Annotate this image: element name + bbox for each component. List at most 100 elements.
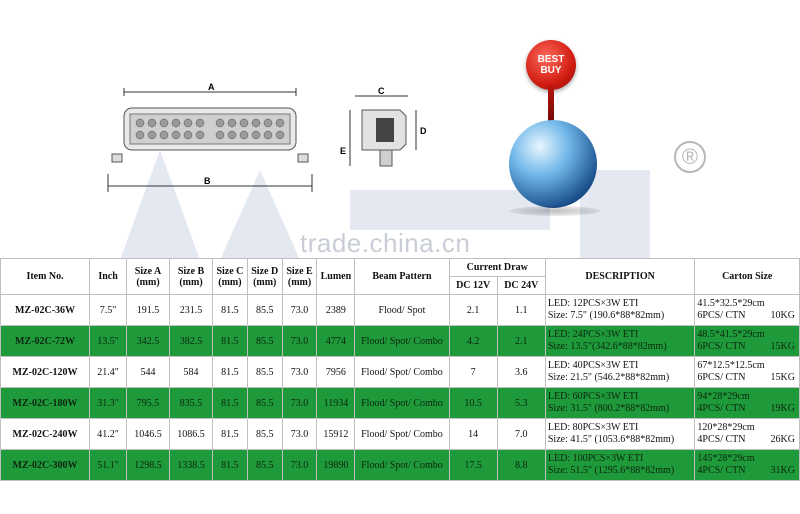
dim-label-a: A	[208, 82, 215, 92]
cell-inch: 51.1"	[89, 449, 127, 481]
cell-dc-24v: 2.1	[496, 325, 546, 357]
spec-table: Item No. Inch Size A (mm) Size B (mm) Si…	[0, 258, 800, 481]
cell-size-e: 73.0	[281, 294, 318, 326]
cell-lumen: 11934	[316, 387, 356, 419]
best-buy-badge: BEST BUY	[526, 40, 576, 90]
cell-inch: 7.5"	[89, 294, 127, 326]
header-beam-pattern: Beam Pattern	[354, 258, 450, 295]
description-size: Size: 13.5"(342.6*88*82mm)	[547, 341, 667, 352]
cell-item-no: MZ-02C-36W	[0, 294, 91, 326]
cell-size-a: 342.5	[125, 325, 171, 357]
description-size: Size: 31.5" (800.2*88*82mm)	[547, 403, 670, 414]
dim-label-b: B	[204, 176, 211, 186]
cell-size-d: 85.5	[246, 449, 283, 481]
cell-lumen: 4774	[316, 325, 356, 357]
carton-quantity: 4PCS/ CTN	[697, 465, 746, 476]
carton-weight: 26KG	[770, 434, 795, 445]
header-current-draw: Current Draw	[448, 258, 546, 277]
header-lumen: Lumen	[316, 258, 356, 295]
cell-lumen: 15912	[316, 418, 356, 450]
cell-size-b: 231.5	[168, 294, 214, 326]
cell-item-no: MZ-02C-300W	[0, 449, 91, 481]
cell-size-c: 81.5	[212, 449, 248, 481]
description-led: LED: 40PCS×3W ETI	[547, 360, 639, 371]
cell-dc-12v: 17.5	[448, 449, 498, 481]
cell-size-e: 73.0	[281, 356, 318, 388]
header-size-c: Size C (mm)	[212, 258, 248, 295]
carton-weight: 19KG	[770, 403, 795, 414]
cell-lumen: 2389	[316, 294, 356, 326]
registered-trademark-icon: ®	[674, 141, 706, 173]
cell-beam-pattern: Flood/ Spot	[354, 294, 450, 326]
carton-quantity: 4PCS/ CTN	[697, 403, 746, 414]
description-led: LED: 100PCS×3W ETI	[547, 453, 644, 464]
header-dc-12v: DC 12V	[448, 276, 498, 295]
carton-quantity-weight: 4PCS/ CTN 31KG	[697, 465, 798, 477]
carton-weight: 31KG	[770, 465, 795, 476]
cell-beam-pattern: Flood/ Spot/ Combo	[354, 449, 450, 481]
cell-size-b: 1338.5	[168, 449, 214, 481]
carton-quantity: 6PCS/ CTN	[697, 310, 746, 321]
cell-dc-24v: 3.6	[496, 356, 546, 388]
cell-item-no: MZ-02C-180W	[0, 387, 91, 419]
cell-inch: 21.4"	[89, 356, 127, 388]
cell-inch: 13.5"	[89, 325, 127, 357]
spec-table-header: Item No. Inch Size A (mm) Size B (mm) Si…	[0, 258, 800, 295]
header-description: DESCRIPTION	[544, 258, 696, 295]
description-led: LED: 24PCS×3W ETI	[547, 329, 639, 340]
header-dc-24v: DC 24V	[496, 276, 546, 295]
cell-size-b: 1086.5	[168, 418, 214, 450]
carton-quantity-weight: 4PCS/ CTN 19KG	[697, 403, 798, 415]
cell-beam-pattern: Flood/ Spot/ Combo	[354, 325, 450, 357]
carton-dimensions: 41.5*32.5*29cm	[697, 298, 765, 309]
cell-dc-12v: 10.5	[448, 387, 498, 419]
description-led: LED: 12PCS×3W ETI	[547, 298, 639, 309]
cell-dc-24v: 7.0	[496, 418, 546, 450]
header-carton-size: Carton Size	[694, 258, 800, 295]
cell-size-e: 73.0	[281, 325, 318, 357]
product-header: trade.china.cn A B C	[0, 0, 800, 260]
cell-dc-24v: 1.1	[496, 294, 546, 326]
cell-lumen: 7956	[316, 356, 356, 388]
dim-label-e: E	[340, 146, 346, 156]
description-size: Size: 51.5" (1295.6*88*82mm)	[547, 465, 675, 476]
carton-weight: 15KG	[770, 341, 795, 352]
header-size-b: Size B (mm)	[168, 258, 214, 295]
cell-size-b: 835.5	[168, 387, 214, 419]
cell-size-b: 584	[168, 356, 214, 388]
cell-size-e: 73.0	[281, 387, 318, 419]
carton-dimensions: 48.5*41.5*29cm	[697, 329, 765, 340]
cell-beam-pattern: Flood/ Spot/ Combo	[354, 418, 450, 450]
cell-size-c: 81.5	[212, 325, 248, 357]
dim-label-d: D	[420, 126, 427, 136]
cell-lumen: 19890	[316, 449, 356, 481]
cell-item-no: MZ-02C-120W	[0, 356, 91, 388]
cell-size-a: 191.5	[125, 294, 171, 326]
carton-dimensions: 145*28*29cm	[697, 453, 755, 464]
globe-image	[509, 120, 597, 208]
cell-dc-12v: 2.1	[448, 294, 498, 326]
header-item-no: Item No.	[0, 258, 91, 295]
cell-size-b: 382.5	[168, 325, 214, 357]
description-led: LED: 60PCS×3W ETI	[547, 391, 639, 402]
carton-dimensions: 120*28*29cm	[697, 422, 755, 433]
globe-shadow	[510, 206, 600, 216]
watermark-text: trade.china.cn	[300, 228, 471, 258]
cell-size-e: 73.0	[281, 418, 318, 450]
